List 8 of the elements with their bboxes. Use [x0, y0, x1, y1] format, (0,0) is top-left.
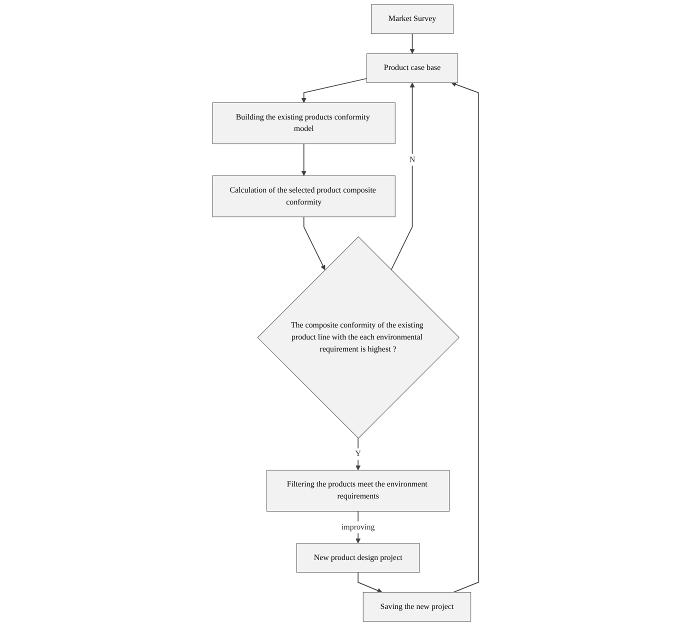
arrow: [450, 82, 478, 593]
arrow: [300, 143, 306, 176]
arrow: [302, 216, 325, 270]
arrow: [357, 572, 382, 593]
arrow: [409, 33, 414, 54]
arrow: [300, 78, 367, 103]
arrow: [390, 82, 414, 270]
arrow: [355, 438, 360, 470]
